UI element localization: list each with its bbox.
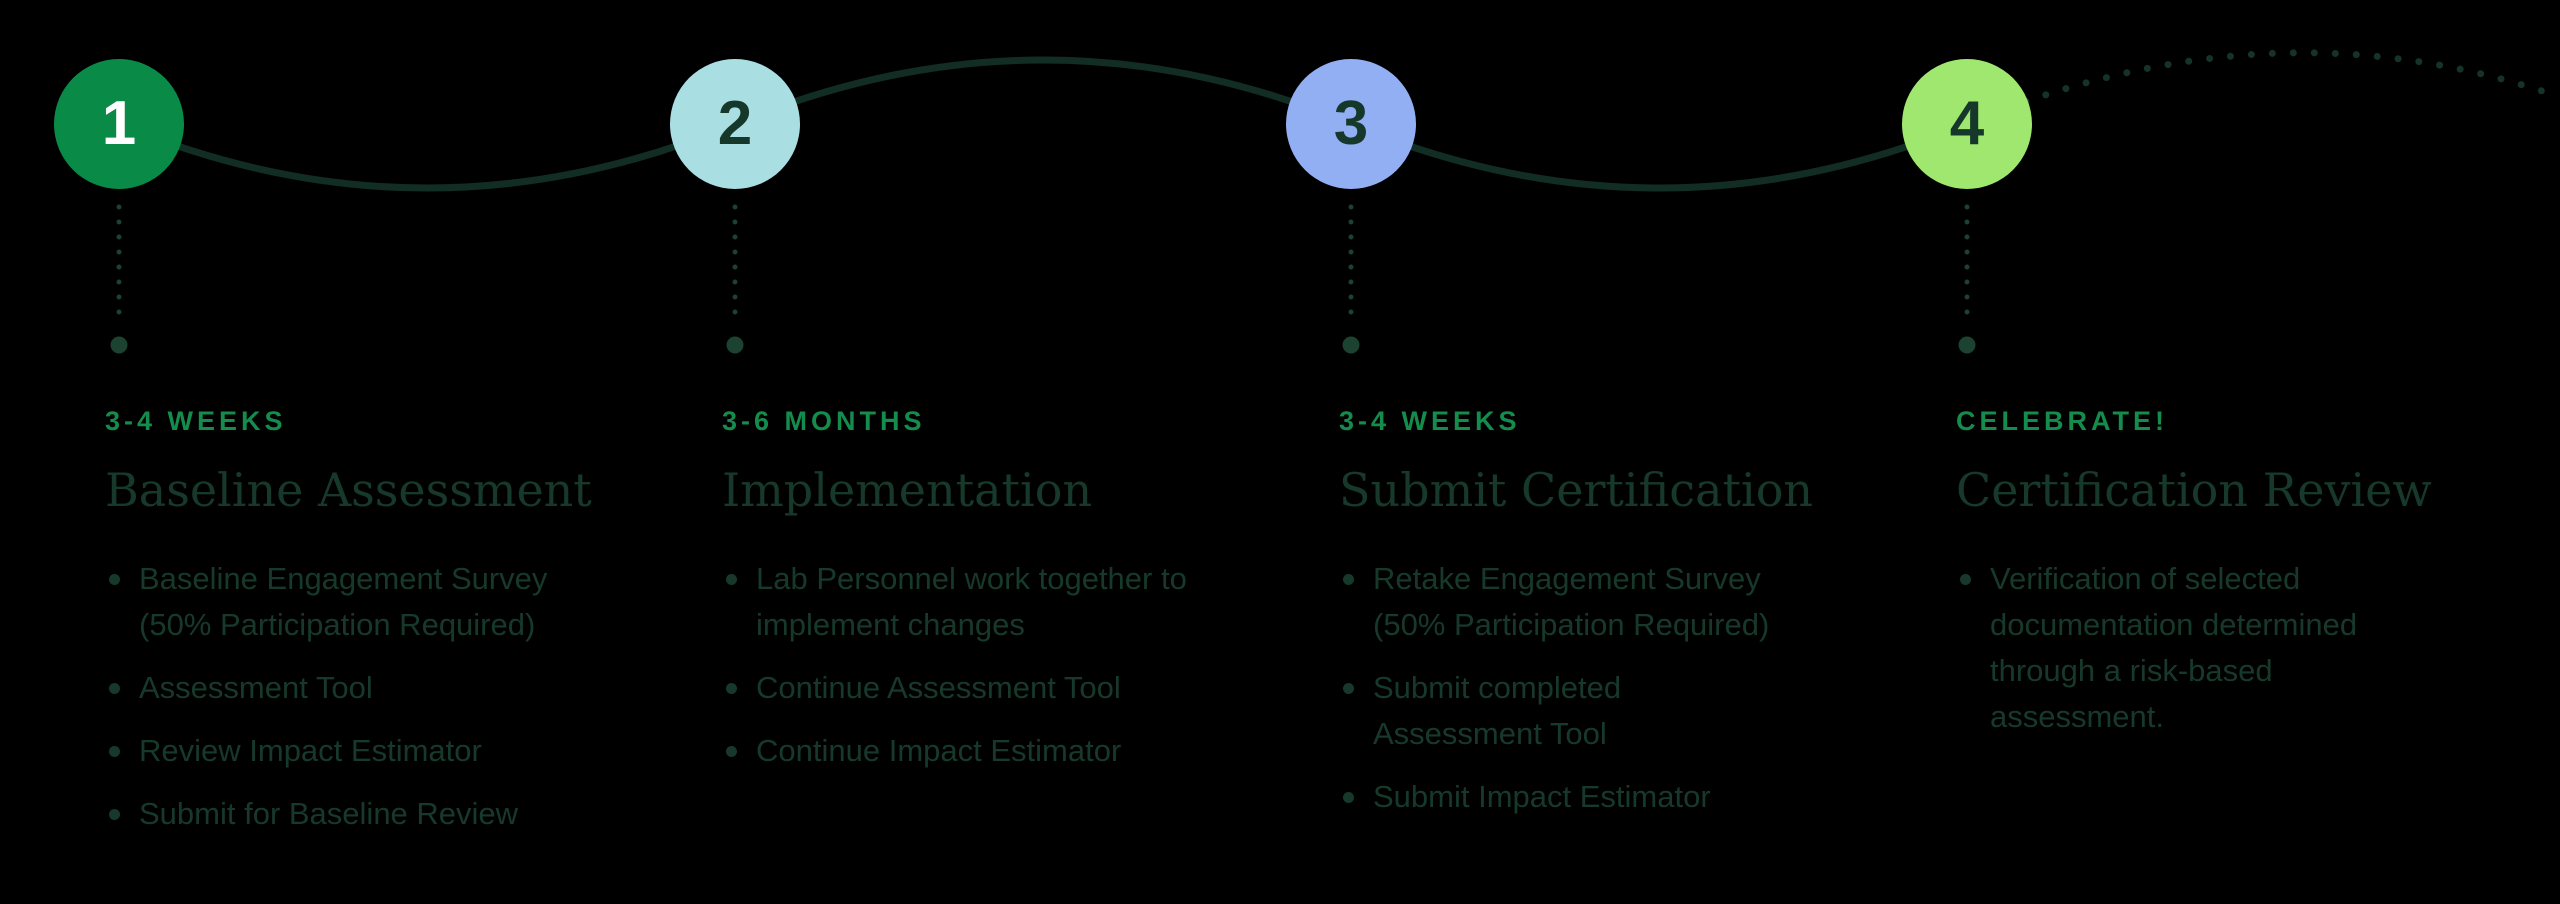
bullet-icon (1343, 792, 1354, 803)
bullet-icon (109, 574, 120, 585)
bullet-item: Retake Engagement Survey (50% Participati… (1339, 556, 1859, 648)
step-circle: 4 (1902, 59, 2032, 189)
bullet-line: Review Impact Estimator (139, 733, 482, 768)
bullet-line: implement changes (756, 607, 1025, 642)
bullet-icon (1960, 574, 1971, 585)
bullet-item: Continue Impact Estimator (722, 728, 1242, 774)
bullet-line: documentation determined (1990, 607, 2358, 642)
step-bullet-list: Retake Engagement Survey (50% Participati… (1339, 556, 1859, 820)
step-title: Submit Certification (1339, 463, 1814, 517)
bullet-icon (109, 746, 120, 757)
wave-line (115, 56, 1971, 192)
bullet-line: (50% Participation Required) (139, 607, 536, 642)
bullet-line: Assessment Tool (1373, 716, 1607, 751)
bullet-item: Submit for Baseline Review (105, 791, 625, 837)
bullet-line: Retake Engagement Survey (1373, 561, 1761, 596)
drop-endpoint-dot-4 (1958, 336, 1976, 354)
step-circle: 3 (1286, 59, 1416, 189)
step-number: 4 (1949, 89, 1985, 158)
bullet-line: Continue Impact Estimator (756, 733, 1122, 768)
step-number: 1 (101, 89, 137, 158)
bullet-line: assessment. (1990, 699, 2165, 734)
bullet-line: (50% Participation Required) (1373, 607, 1770, 642)
bullet-line: Continue Assessment Tool (756, 670, 1121, 705)
bullet-icon (109, 809, 120, 820)
step-column: 3-6 MONTHS Implementation Lab Personnel … (722, 406, 1242, 791)
bullet-line: Submit Impact Estimator (1373, 779, 1711, 814)
step-number: 2 (717, 89, 753, 158)
drop-endpoint-dot-3 (1342, 336, 1360, 354)
step-duration-label: 3-6 MONTHS (722, 406, 926, 436)
bullet-line: Verification of selected (1990, 561, 2301, 596)
bullet-icon (1343, 574, 1354, 585)
bullet-line: Submit completed (1373, 670, 1622, 705)
drop-endpoint-dot-2 (726, 336, 744, 354)
step-circle: 1 (54, 59, 184, 189)
bullet-item: Baseline Engagement Survey (50% Participa… (105, 556, 625, 648)
bullet-item: Verification of selected documentation de… (1956, 556, 2476, 740)
bullet-line: Submit for Baseline Review (139, 796, 519, 831)
bullet-line: Baseline Engagement Survey (139, 561, 548, 596)
step-duration-label: 3-4 WEEKS (1339, 406, 1521, 436)
drop-endpoint-dot-1 (110, 336, 128, 354)
bullet-item: Continue Assessment Tool (722, 665, 1242, 711)
bullet-item: Assessment Tool (105, 665, 625, 711)
bullet-icon (1343, 683, 1354, 694)
step-circle: 2 (670, 59, 800, 189)
step-title: Implementation (722, 463, 1093, 517)
bullet-icon (726, 574, 737, 585)
step-column: 3-4 WEEKS Submit Certification Retake En… (1339, 406, 1859, 837)
bullet-icon (726, 683, 737, 694)
bullet-icon (109, 683, 120, 694)
step-duration-label: CELEBRATE! (1956, 406, 2168, 436)
step-number: 3 (1333, 89, 1369, 158)
step-bullet-list: Lab Personnel work together to implement … (722, 556, 1242, 774)
bullet-item: Submit Impact Estimator (1339, 774, 1859, 820)
bullet-line: through a risk-based (1990, 653, 2273, 688)
step-bullet-list: Verification of selected documentation de… (1956, 556, 2476, 740)
bullet-item: Lab Personnel work together to implement … (722, 556, 1242, 648)
step-drop-lines (110, 204, 1976, 354)
step-duration-label: 3-4 WEEKS (105, 406, 287, 436)
dotted-tail-line (1963, 49, 2549, 128)
bullet-icon (726, 746, 737, 757)
bullet-line: Lab Personnel work together to (756, 561, 1187, 596)
bullet-line: Assessment Tool (139, 670, 373, 705)
step-bullet-list: Baseline Engagement Survey (50% Participa… (105, 556, 625, 837)
step-title: Baseline Assessment (105, 463, 592, 517)
step-title: Certification Review (1956, 463, 2432, 517)
step-column: CELEBRATE! Certification Review Verifica… (1956, 406, 2476, 757)
bullet-item: Review Impact Estimator (105, 728, 625, 774)
step-column: 3-4 WEEKS Baseline Assessment Baseline E… (105, 406, 625, 854)
